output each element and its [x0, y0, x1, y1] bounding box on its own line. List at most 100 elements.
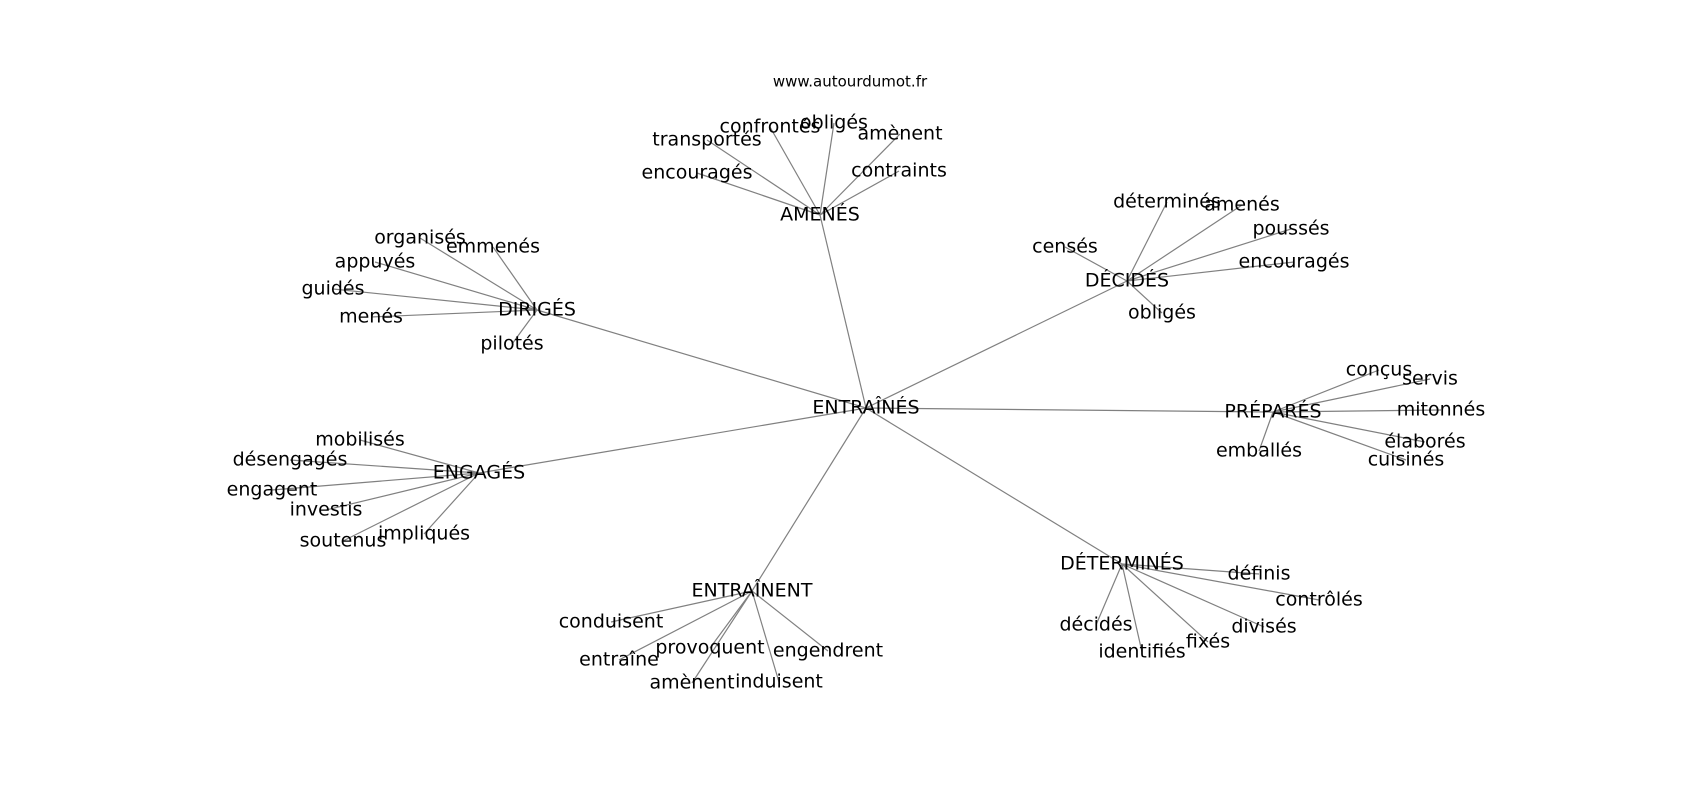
leaf-word: provoquent — [655, 637, 764, 659]
hub-leaf-edge — [819, 122, 835, 216]
hub-leaf-edge — [819, 133, 901, 216]
hub-leaf-edge — [1121, 563, 1265, 628]
hub-leaf-edge — [359, 439, 480, 474]
hub-leaf-edge — [1126, 280, 1163, 314]
leaf-word: poussés — [1252, 218, 1329, 240]
hub-leaf-edge — [751, 590, 829, 652]
leaf-word: transportés — [652, 129, 761, 151]
leaf-word: désengagés — [233, 449, 348, 471]
hub-leaf-edge — [751, 590, 780, 683]
hub-leaf-edge — [1272, 411, 1426, 443]
leaf-word: confrontés — [720, 116, 821, 138]
leaf-word: définis — [1228, 563, 1291, 585]
hub-leaf-edge — [1121, 563, 1143, 653]
hub-leaf-edge — [1272, 409, 1442, 413]
leaf-word: amenés — [1204, 194, 1279, 216]
hub-leaf-edge — [769, 126, 821, 216]
leaf-word: servis — [1402, 368, 1458, 390]
leaf-word: conçus — [1346, 359, 1413, 381]
hub-word: PRÉPARÉS — [1224, 400, 1321, 423]
hub-leaf-edge — [289, 459, 480, 474]
leaf-word: amènent — [857, 123, 942, 145]
edges-layer — [271, 122, 1442, 684]
center-hub-edge — [478, 407, 867, 474]
hub-leaf-edge — [423, 472, 480, 535]
leaf-word: contrôlés — [1275, 589, 1362, 611]
hub-leaf-edge — [709, 590, 753, 649]
hub-leaf-edge — [370, 309, 538, 318]
hub-leaf-edge — [610, 590, 753, 623]
hub-leaf-edge — [696, 172, 821, 216]
hub-leaf-edge — [1126, 261, 1295, 282]
leaf-word: emballés — [1216, 440, 1302, 462]
hub-word: AMENÉS — [780, 203, 860, 226]
center-hub-edge — [751, 407, 867, 592]
center-hub-edge — [865, 280, 1128, 409]
source-label: www.autourdumot.fr — [773, 73, 928, 91]
hub-leaf-edge — [271, 472, 480, 491]
leaf-word: divisés — [1231, 616, 1296, 638]
leaf-word: soutenus — [300, 530, 387, 552]
leaf-word: mitonnés — [1397, 399, 1486, 421]
hub-leaf-edge — [332, 288, 538, 311]
hub-leaf-edge — [1121, 563, 1260, 575]
hub-leaf-edge — [1126, 228, 1292, 282]
leaf-word: fixés — [1186, 631, 1230, 653]
hub-leaf-edge — [618, 590, 753, 661]
hub-word: ENGAGÉS — [433, 461, 525, 484]
center-hub-edge — [865, 407, 1274, 413]
labels-layer: transportésconfrontésobligésamènentencou… — [227, 112, 1486, 694]
leaf-word: conduisent — [559, 611, 664, 633]
leaf-word: engagent — [227, 479, 318, 501]
leaf-word: emmenés — [446, 236, 540, 258]
leaf-word: encouragés — [1239, 251, 1350, 273]
hub-leaf-edge — [691, 590, 753, 684]
leaf-word: censés — [1032, 236, 1098, 258]
hub-leaf-edge — [1095, 563, 1123, 626]
leaf-word: déterminés — [1113, 191, 1221, 213]
leaf-word: pilotés — [480, 333, 543, 355]
hub-word: ENTRAÎNENT — [692, 579, 813, 602]
hub-leaf-edge — [374, 261, 538, 311]
hub-leaf-edge — [325, 472, 480, 511]
hub-word: DIRIGÉS — [498, 298, 576, 321]
hub-leaf-edge — [1121, 563, 1320, 601]
hub-leaf-edge — [1064, 246, 1128, 282]
leaf-word: identifiés — [1098, 641, 1185, 663]
leaf-word: menés — [339, 306, 403, 328]
hub-leaf-edge — [819, 170, 900, 216]
leaf-word: mobilisés — [315, 429, 405, 451]
center-hub-edge — [865, 407, 1123, 565]
leaf-word: encouragés — [642, 162, 753, 184]
center-hub-edge — [536, 309, 867, 409]
leaf-word: organisés — [374, 227, 466, 249]
leaf-word: engendrent — [773, 640, 883, 662]
hub-word: DÉCIDÉS — [1085, 269, 1169, 292]
leaf-word: élaborés — [1384, 431, 1465, 453]
hub-leaf-edge — [1272, 369, 1380, 413]
hub-leaf-edge — [1126, 204, 1243, 282]
leaf-word: guidés — [301, 278, 364, 300]
hub-leaf-edge — [1258, 411, 1274, 452]
leaf-word: obligés — [1128, 302, 1196, 324]
hub-leaf-edge — [1126, 201, 1168, 282]
center-hub-edge — [819, 214, 867, 409]
hub-word: DÉTERMINÉS — [1060, 552, 1184, 575]
hub-leaf-edge — [492, 246, 538, 311]
leaf-word: appuyés — [335, 251, 416, 273]
hub-leaf-edge — [1121, 563, 1209, 643]
leaf-word: contraints — [851, 160, 947, 182]
center-word: ENTRAÎNÉS — [812, 396, 919, 419]
leaf-word: obligés — [800, 112, 868, 134]
leaf-word: décidés — [1059, 614, 1132, 636]
hub-leaf-edge — [342, 472, 480, 542]
leaf-word: amènent — [649, 672, 734, 694]
leaf-word: impliqués — [378, 523, 470, 545]
leaf-word: cuisinés — [1368, 449, 1445, 471]
hub-leaf-edge — [706, 139, 821, 216]
leaf-word: investis — [290, 499, 363, 521]
leaf-word: induisent — [735, 671, 823, 693]
leaf-word: entraîne — [579, 649, 659, 671]
hub-leaf-edge — [419, 237, 538, 311]
